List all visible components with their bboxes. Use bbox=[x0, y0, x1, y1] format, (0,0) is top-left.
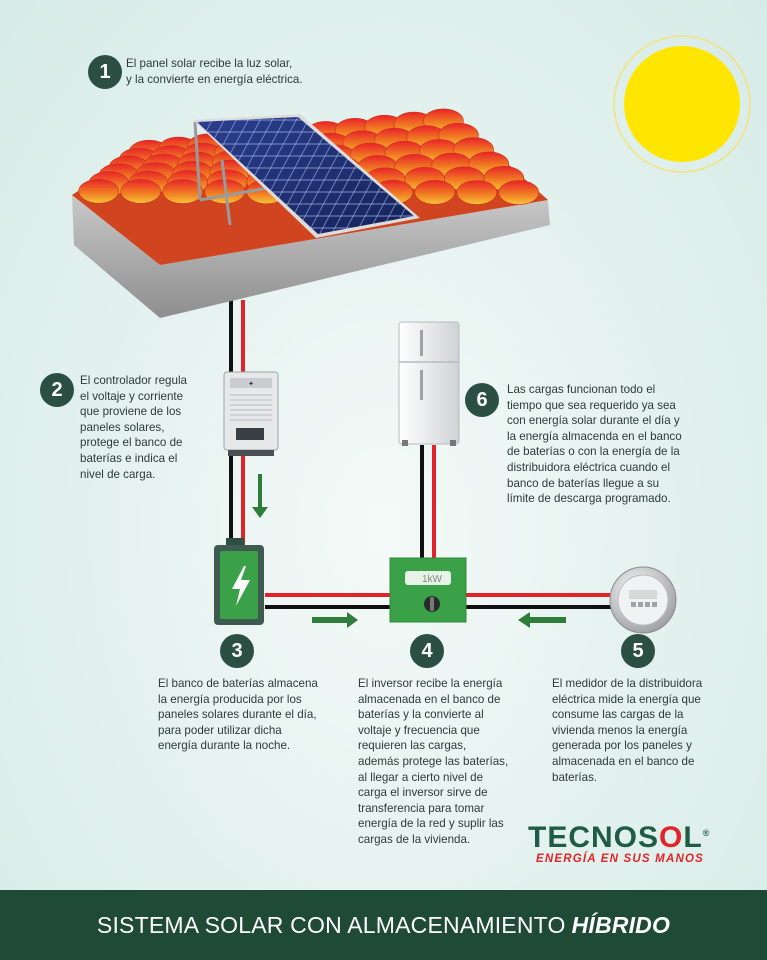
step-4-line: carga el inversor sirve de bbox=[358, 786, 488, 800]
step-2-line: que proviene de los bbox=[80, 405, 182, 419]
brand-logo: TECNOSOL® ENERGÍA EN SUS MANOS bbox=[528, 818, 710, 866]
left-arrow-icon bbox=[518, 612, 566, 628]
step-2-line: el voltaje y corriente bbox=[80, 389, 184, 403]
step-5-line: baterías. bbox=[552, 770, 598, 784]
step-2-line: baterías e indica el bbox=[80, 451, 178, 465]
roof-tile bbox=[498, 180, 540, 205]
step-4-badge: 4 bbox=[410, 634, 444, 668]
step-4-line: transferencia para tomar bbox=[358, 801, 485, 815]
down-arrow-icon bbox=[252, 474, 268, 518]
step-6-line: límite de descarga programado. bbox=[507, 492, 671, 506]
step-3-text: El banco de baterías almacena la energía… bbox=[158, 676, 332, 754]
step-5-line: eléctrica mide la energía que bbox=[552, 692, 701, 706]
step-2-badge: 2 bbox=[40, 373, 74, 407]
brand-name-part: L bbox=[683, 821, 703, 854]
step-1-line: El panel solar recibe la luz solar, bbox=[126, 57, 293, 70]
electric-meter-illustration bbox=[609, 566, 677, 634]
footer-title-emphasis: HÍBRIDO bbox=[571, 911, 671, 938]
footer-banner: SISTEMA SOLAR CON ALMACENAMIENTO HÍBRIDO bbox=[0, 890, 767, 960]
brand-name-part: TECNOS bbox=[528, 821, 660, 854]
step-5-line: vivienda menos la energía bbox=[552, 723, 688, 737]
step-2-line: protege el banco de bbox=[80, 436, 183, 450]
step-5-line: El medidor de la distribuidora bbox=[552, 677, 703, 690]
battery-icon bbox=[214, 538, 264, 625]
step-6-line: Las cargas funcionan todo el bbox=[507, 383, 656, 396]
roof-tile bbox=[162, 179, 203, 204]
step-4-line: El inversor recibe la energía bbox=[358, 677, 503, 690]
step-6-line: tiempo que sea requerido ya sea bbox=[507, 398, 676, 412]
step-5-line: generada por los paneles y bbox=[552, 739, 692, 753]
step-5-line: almacenada en el banco de bbox=[552, 754, 695, 768]
inverter-illustration: 1kW bbox=[389, 557, 467, 623]
roof-tile bbox=[414, 180, 456, 205]
step-1-text: El panel solar recibe la luz solar, y la… bbox=[126, 56, 346, 87]
step-3-line: energía durante la noche. bbox=[158, 739, 291, 753]
footer-title: SISTEMA SOLAR CON ALMACENAMIENTO bbox=[96, 911, 566, 938]
step-6-text: Las cargas funcionan todo el tiempo que … bbox=[507, 382, 689, 507]
step-3-line: El banco de baterías almacena bbox=[158, 677, 318, 690]
step-3-badge: 3 bbox=[220, 634, 254, 668]
step-2-text: El controlador regula el voltaje y corri… bbox=[80, 373, 210, 482]
step-2-line: paneles solares, bbox=[80, 420, 165, 434]
svg-text:✦: ✦ bbox=[248, 380, 254, 388]
brand-name: TECNOSOL® bbox=[528, 818, 710, 853]
roof-tile bbox=[78, 179, 119, 204]
step-4-line: almacenada en el banco de bbox=[358, 692, 501, 706]
step-2-line: El controlador regula bbox=[80, 374, 187, 387]
step-5-badge: 5 bbox=[621, 634, 655, 668]
step-3-line: la energía producida por los bbox=[158, 692, 302, 706]
step-6-badge: 6 bbox=[465, 383, 499, 417]
solar-panel-illustration bbox=[193, 114, 420, 238]
refrigerator-illustration bbox=[398, 321, 460, 446]
step-6-line: banco de baterías llegue a su bbox=[507, 476, 660, 490]
registered-mark: ® bbox=[702, 828, 711, 838]
step-6-line: distribuidora eléctrica cuando el bbox=[507, 460, 671, 474]
step-3-line: paneles solares durante el día, bbox=[158, 708, 317, 722]
step-4-line: baterías y la convierte al bbox=[358, 708, 484, 722]
step-5-text: El medidor de la distribuidora eléctrica… bbox=[552, 676, 710, 785]
step-4-line: cargas de la vivienda. bbox=[358, 832, 471, 846]
step-2-line: nivel de carga. bbox=[80, 467, 156, 481]
step-4-line: además protege las baterías, bbox=[358, 754, 509, 768]
step-5-line: consume las cargas de la bbox=[552, 708, 684, 722]
inverter-rating-label: 1kW bbox=[422, 574, 443, 585]
step-6-line: de baterías o con la energía de la bbox=[507, 445, 680, 459]
brand-tagline: ENERGÍA EN SUS MANOS bbox=[536, 853, 704, 865]
roof-tile bbox=[120, 179, 161, 204]
step-4-line: requieren las cargas, bbox=[358, 739, 467, 753]
step-4-line: voltaje y frecuencia que bbox=[358, 723, 480, 737]
step-4-line: energía de la red y suplir las bbox=[358, 817, 504, 831]
charge-controller-illustration: ✦ bbox=[223, 371, 279, 456]
step-6-line: la energía almacenda en el banco bbox=[507, 429, 682, 443]
step-1-badge: 1 bbox=[88, 55, 122, 89]
step-6-line: con energía solar durante el día y bbox=[507, 414, 680, 428]
roof-tile bbox=[456, 180, 498, 205]
wiring bbox=[229, 300, 615, 609]
step-4-text: El inversor recibe la energía almacenada… bbox=[358, 676, 513, 848]
roof-illustration bbox=[72, 108, 550, 318]
step-3-line: para poder utilizar dicha bbox=[158, 723, 282, 737]
right-arrow-icon bbox=[312, 612, 358, 628]
step-1-line: y la convierte en energía eléctrica. bbox=[126, 72, 303, 86]
sun-icon bbox=[613, 35, 751, 173]
step-4-line: al llegar a cierto nivel de bbox=[358, 770, 484, 784]
brand-name-o: O bbox=[659, 821, 684, 854]
